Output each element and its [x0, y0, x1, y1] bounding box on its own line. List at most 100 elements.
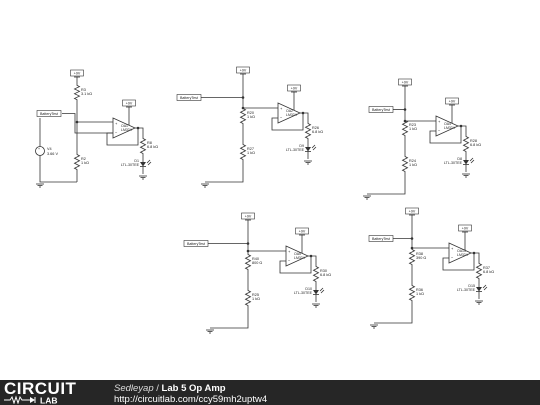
supply-icon: [398, 78, 412, 86]
author-link[interactable]: Sedleyap: [114, 383, 154, 394]
opamp-plus: +: [288, 249, 291, 254]
resistor-icon: [239, 106, 247, 126]
wire: [135, 127, 144, 136]
resistor-name: R24: [409, 159, 416, 163]
resistor-icon: [475, 261, 483, 281]
resistor-name: R2: [81, 157, 86, 161]
resistor-name: R25: [252, 293, 259, 297]
opamp-icon: [435, 115, 459, 137]
opamp-minus: −: [451, 255, 454, 260]
supply-icon: [70, 69, 84, 77]
resistor-icon: [73, 152, 81, 172]
resistor-value: 6.8 kΩ: [470, 143, 481, 147]
resistor-icon: [239, 142, 247, 162]
opamp-minus: −: [115, 130, 118, 135]
wire: [367, 174, 406, 195]
wire: [469, 157, 474, 162]
opamp-minus: −: [280, 115, 283, 120]
resistor-logo-icon: [4, 395, 26, 404]
wire: [458, 125, 467, 134]
supply-label: +9V: [74, 72, 81, 76]
net-label-text: BatteryTest: [180, 96, 198, 100]
resistor-name: R27: [247, 147, 254, 151]
wire: [279, 256, 312, 274]
led-icon: [313, 290, 319, 295]
wire: [62, 113, 113, 134]
resistor-value: 6.8 kΩ: [483, 270, 494, 274]
wire: [147, 161, 152, 166]
led-part: LTL-30TEE: [286, 148, 305, 152]
opamp-plus: +: [438, 119, 441, 124]
resistor-value: 1 kΩ: [247, 115, 255, 119]
led-name: D15: [468, 284, 475, 288]
resistor-value: 3.1 kΩ: [81, 92, 92, 96]
wire: [471, 252, 480, 261]
resistor-icon: [408, 247, 416, 267]
resistor-name: R30: [320, 269, 327, 273]
resistor-icon: [73, 83, 81, 102]
supply-label: +9V: [126, 102, 133, 106]
resistor-value: 390 Ω: [416, 256, 426, 260]
footer-bar: CIRCUIT LAB Sedleyap / Lab 5 Op Amp http…: [0, 380, 540, 405]
wire: [205, 162, 244, 183]
opamp-part: LM324: [286, 113, 297, 117]
wire: [482, 284, 487, 289]
wire: [210, 308, 249, 329]
resistor-icon: [408, 283, 416, 303]
opamp-part: LM324: [294, 256, 305, 260]
junction-dot: [136, 126, 140, 130]
opamp-icon: [277, 102, 301, 124]
resistor-value: 1 kΩ: [416, 292, 424, 296]
logo-lab-text: LAB: [40, 396, 57, 405]
resistor-icon: [139, 136, 147, 156]
circuit-title[interactable]: Lab 5 Op Amp: [161, 383, 226, 394]
supply-icon: [295, 227, 309, 235]
opamp-icon: [112, 117, 136, 139]
resistor-value: 6.8 kΩ: [147, 145, 158, 149]
wire: [300, 112, 309, 121]
led-part: LTL-30TEE: [444, 161, 463, 165]
opamp-icon: [285, 245, 309, 267]
wire: [470, 159, 475, 164]
junction-dot: [459, 124, 463, 128]
supply-icon: [458, 224, 472, 232]
opamp-minus: −: [288, 258, 291, 263]
supply-label: +9V: [449, 100, 456, 104]
opamp-name: OA4: [444, 122, 451, 126]
supply-label: +9V: [291, 87, 298, 91]
net-label-box: [36, 110, 62, 117]
circuit-url[interactable]: http://circuitlab.com/ccy59mh2uptw4: [114, 394, 268, 405]
wire: [429, 126, 462, 144]
wire: [312, 146, 317, 151]
resistor-value: 6.8 kΩ: [312, 130, 323, 134]
supply-label: +9V: [245, 215, 252, 219]
resistor-name: R3: [81, 88, 86, 92]
opamp-plus: +: [280, 106, 283, 111]
resistor-icon: [304, 121, 312, 141]
net-label-text: BatteryTest: [372, 108, 390, 112]
opamp-part: LM324: [457, 253, 468, 257]
resistor-value: 1 kΩ: [252, 297, 260, 301]
resistor-name: R20: [247, 111, 254, 115]
supply-label: +9V: [299, 230, 306, 234]
resistor-value: 1 kΩ: [247, 151, 255, 155]
resistor-value: 1 kΩ: [81, 161, 89, 165]
opamp-part: LM324: [444, 126, 455, 130]
led-name: D10: [305, 287, 312, 291]
opamp-icon: [448, 242, 472, 264]
led-name: D1: [134, 159, 139, 163]
resistor-name: R37: [483, 266, 490, 270]
resistor-value: 6.8 kΩ: [320, 273, 331, 277]
opamp-name: OA2: [286, 109, 293, 113]
supply-icon: [236, 66, 250, 74]
opamp-plus: +: [451, 246, 454, 251]
wire: [320, 289, 325, 294]
resistor-name: R28: [470, 139, 477, 143]
circuitlab-logo[interactable]: CIRCUIT: [4, 379, 77, 398]
wire: [311, 144, 316, 149]
